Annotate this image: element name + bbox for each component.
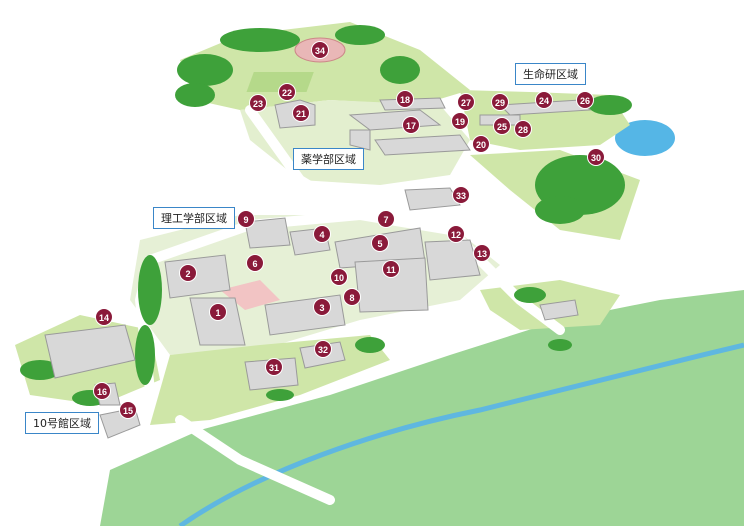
building xyxy=(244,217,291,249)
building-marker-30[interactable]: 30 xyxy=(587,148,605,166)
building-marker-34[interactable]: 34 xyxy=(311,41,329,59)
building xyxy=(349,129,371,151)
building-marker-17[interactable]: 17 xyxy=(402,116,420,134)
building-marker-4[interactable]: 4 xyxy=(313,225,331,243)
trees xyxy=(335,25,385,45)
trees xyxy=(514,287,546,303)
building-marker-6[interactable]: 6 xyxy=(246,254,264,272)
trees xyxy=(220,28,300,52)
trees xyxy=(380,56,420,84)
building-marker-8[interactable]: 8 xyxy=(343,288,361,306)
trees xyxy=(355,337,385,353)
building xyxy=(164,254,231,299)
trees xyxy=(535,196,585,224)
field-grid xyxy=(246,72,314,92)
building-marker-29[interactable]: 29 xyxy=(491,93,509,111)
trees xyxy=(548,339,572,351)
building-marker-12[interactable]: 12 xyxy=(447,225,465,243)
building-marker-11[interactable]: 11 xyxy=(382,260,400,278)
building-marker-9[interactable]: 9 xyxy=(237,210,255,228)
trees xyxy=(135,325,155,385)
building-marker-7[interactable]: 7 xyxy=(377,210,395,228)
zone-label-yakugaku[interactable]: 薬学部区域 xyxy=(293,148,364,170)
zone-label-riko[interactable]: 理工学部区域 xyxy=(153,207,235,229)
building-marker-31[interactable]: 31 xyxy=(265,358,283,376)
building-marker-15[interactable]: 15 xyxy=(119,401,137,419)
road-north xyxy=(245,105,355,215)
zone-label-10gokan[interactable]: 10号館区域 xyxy=(25,412,99,434)
building-marker-20[interactable]: 20 xyxy=(472,135,490,153)
building-marker-22[interactable]: 22 xyxy=(278,83,296,101)
building-marker-24[interactable]: 24 xyxy=(535,91,553,109)
building xyxy=(539,299,579,321)
building-marker-18[interactable]: 18 xyxy=(396,90,414,108)
river-stream xyxy=(178,342,744,526)
zone-label-seimei[interactable]: 生命研区域 xyxy=(515,63,586,85)
trees xyxy=(175,83,215,107)
building xyxy=(189,297,246,346)
building xyxy=(44,324,136,379)
building-marker-26[interactable]: 26 xyxy=(576,91,594,109)
building-marker-10[interactable]: 10 xyxy=(330,268,348,286)
building xyxy=(374,134,471,156)
building xyxy=(404,187,461,211)
building-marker-5[interactable]: 5 xyxy=(371,234,389,252)
building-marker-2[interactable]: 2 xyxy=(179,264,197,282)
building-marker-23[interactable]: 23 xyxy=(249,94,267,112)
pink-plaza xyxy=(220,280,280,310)
building-marker-21[interactable]: 21 xyxy=(292,104,310,122)
building-marker-32[interactable]: 32 xyxy=(314,340,332,358)
building-marker-14[interactable]: 14 xyxy=(95,308,113,326)
trees xyxy=(588,95,632,115)
road-south xyxy=(175,415,335,505)
building-marker-28[interactable]: 28 xyxy=(514,120,532,138)
building-marker-33[interactable]: 33 xyxy=(452,186,470,204)
building-marker-16[interactable]: 16 xyxy=(93,382,111,400)
building-marker-3[interactable]: 3 xyxy=(313,298,331,316)
building-marker-19[interactable]: 19 xyxy=(451,112,469,130)
building-marker-25[interactable]: 25 xyxy=(493,117,511,135)
trees xyxy=(20,360,60,380)
trees xyxy=(266,389,294,401)
building-marker-13[interactable]: 13 xyxy=(473,244,491,262)
trees xyxy=(177,54,233,86)
building xyxy=(424,239,481,281)
building-marker-27[interactable]: 27 xyxy=(457,93,475,111)
building-marker-1[interactable]: 1 xyxy=(209,303,227,321)
pond xyxy=(615,120,675,156)
trees xyxy=(138,255,162,325)
